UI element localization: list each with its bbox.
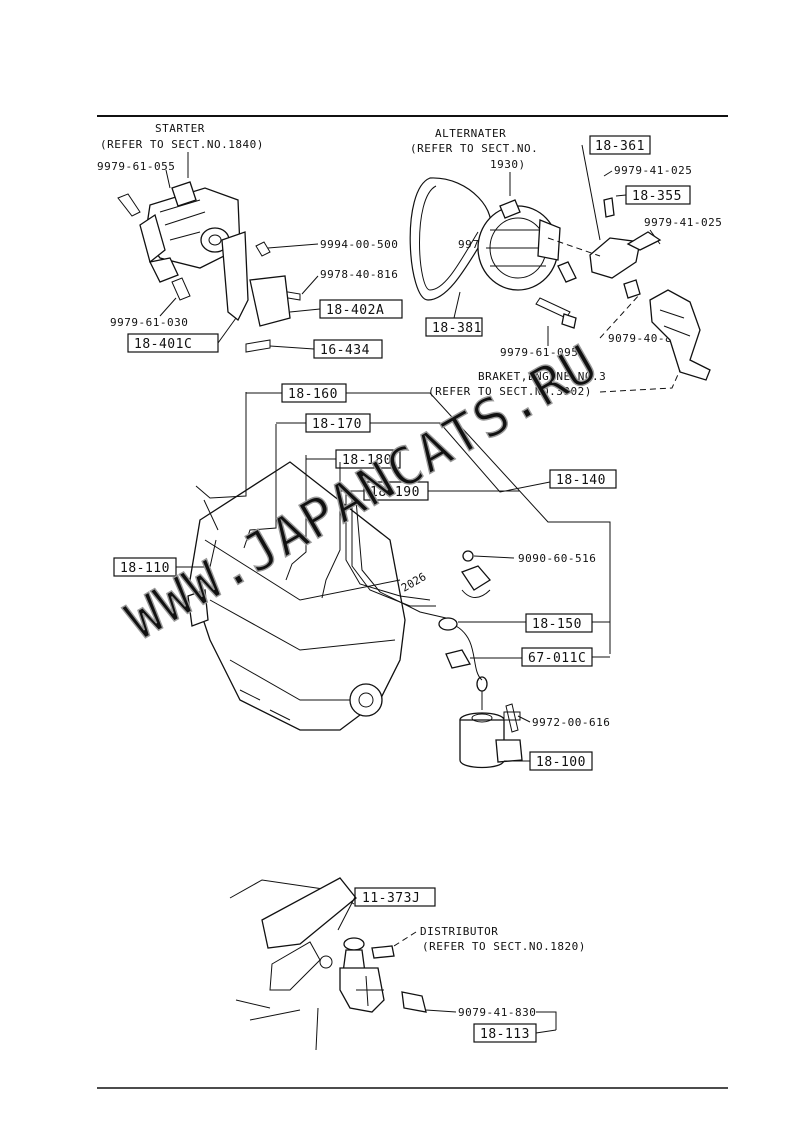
box-18-170-label: 18-170 xyxy=(312,417,362,432)
box-18-140 xyxy=(549,469,617,489)
box-18-361-label: 18-361 xyxy=(595,139,645,154)
engine-bracket-no3-drawing xyxy=(649,289,711,381)
distributor-title: DISTRIBUTOR xyxy=(420,925,498,938)
alternator-group: ALTERNATER (REFER TO SECT.NO. 1930) 18-3… xyxy=(409,127,722,381)
distributor-group: 11-373J DISTRIBUTOR (REFER TO SECT.NO.18… xyxy=(229,877,586,1051)
box-18-180-label: 18-180 xyxy=(342,453,392,468)
starter-title: STARTER xyxy=(155,122,205,135)
starter-group: STARTER (REFER TO SECT.NO.1840) 9979-61-… xyxy=(97,122,403,359)
box-18-150-label: 18-150 xyxy=(532,617,582,632)
box-18-113-label: 18-113 xyxy=(480,1027,530,1042)
engine-head-drawing xyxy=(229,877,357,1051)
part-9079-41-830: 9079-41-830 xyxy=(458,1006,536,1019)
part-9090-60-516: 9090-60-516 xyxy=(518,552,596,565)
box-18-160-label: 18-160 xyxy=(288,387,338,402)
box-67-011C-label: 67-011C xyxy=(528,651,586,666)
starter-motor-drawing xyxy=(139,181,241,283)
starter-ref: (REFER TO SECT.NO.1840) xyxy=(100,138,264,151)
part-9979-41-025-a: 9979-41-025 xyxy=(614,164,692,177)
ignition-coil-drawing xyxy=(459,676,523,769)
watermark-small: 2026 xyxy=(399,570,428,595)
alternator-drawing xyxy=(477,199,561,291)
box-18-381-label: 18-381 xyxy=(432,321,482,336)
alternator-ref-line1: (REFER TO SECT.NO. xyxy=(410,142,538,155)
box-18-110-label: 18-110 xyxy=(120,561,170,576)
distributor-cap-drawing xyxy=(438,550,491,681)
box-18-140-label: 18-140 xyxy=(556,473,606,488)
plug-wires-drawing xyxy=(195,392,447,619)
part-9979-61-055: 9979-61-055 xyxy=(97,160,175,173)
alternator-bracket-drawing xyxy=(557,197,662,299)
drive-belt-drawing xyxy=(409,177,492,301)
box-18-361 xyxy=(589,135,651,155)
part-9979-61-030: 9979-61-030 xyxy=(110,316,188,329)
box-11-373J-label: 11-373J xyxy=(362,891,420,906)
long-bolt-drawing xyxy=(535,297,571,319)
part-9979-41-025-b: 9979-41-025 xyxy=(644,216,722,229)
coil-bolt-drawing xyxy=(505,703,519,733)
box-18-402A-label: 18-402A xyxy=(326,303,384,318)
distributor-drawing xyxy=(339,937,427,1013)
alternator-title: ALTERNATER xyxy=(435,127,506,140)
bracket-ref: (REFER TO SECT.NO.3902) xyxy=(428,385,592,398)
bracket-group: BRAKET,ENGINE NO.3 (REFER TO SECT.NO.390… xyxy=(428,369,681,398)
box-18-190-label: 18-190 xyxy=(370,485,420,500)
part-9979-61-095: 9979-61-095 xyxy=(500,346,578,359)
box-18-401C-label: 18-401C xyxy=(134,337,192,352)
bracket-title: BRAKET,ENGINE NO.3 xyxy=(478,370,606,383)
part-9972-00-616: 9972-00-616 xyxy=(532,716,610,729)
engine-block-drawing xyxy=(187,461,406,731)
ignition-group: 18-160 18-170 18-180 18-190 18-140 18-11… xyxy=(113,383,617,771)
starter-bracket-drawing xyxy=(221,231,249,322)
distributor-ref: (REFER TO SECT.NO.1820) xyxy=(422,940,586,953)
part-9994-00-500: 9994-00-500 xyxy=(320,238,398,251)
box-18-150 xyxy=(525,613,593,633)
box-18-100-label: 18-100 xyxy=(536,755,586,770)
box-16-434-label: 16-434 xyxy=(320,343,370,358)
alternator-ref-line2: 1930) xyxy=(490,158,526,171)
starter-bolts-drawing xyxy=(117,193,301,353)
part-9978-40-816: 9978-40-816 xyxy=(320,268,398,281)
box-18-355-label: 18-355 xyxy=(632,189,682,204)
